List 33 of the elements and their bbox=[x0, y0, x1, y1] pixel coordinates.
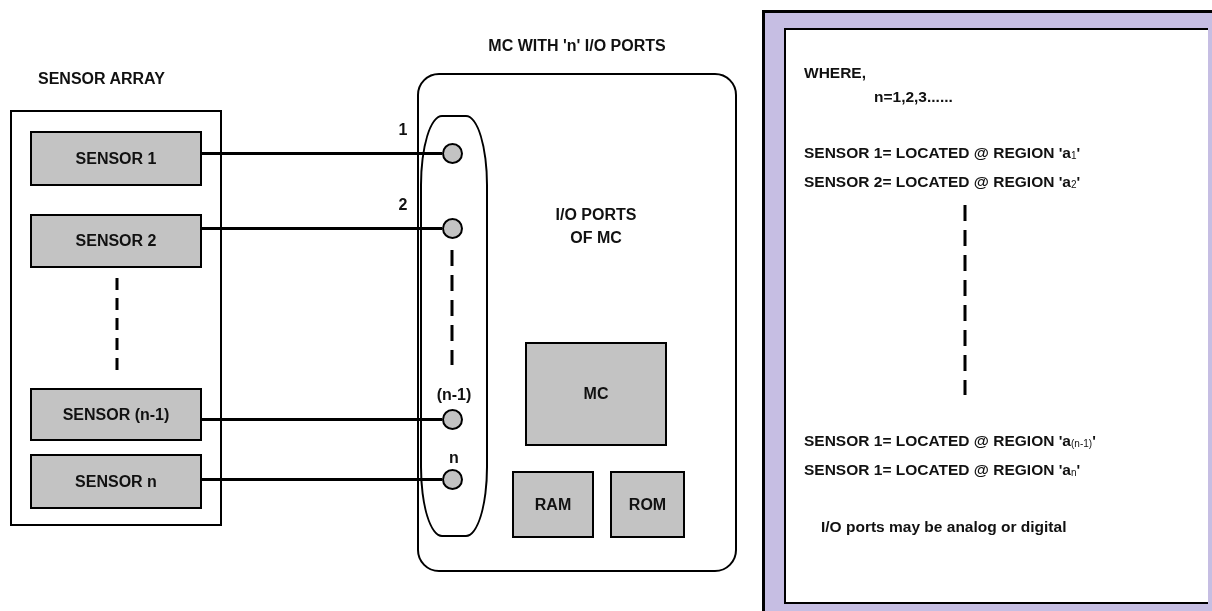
component-box bbox=[30, 388, 202, 441]
box-label: SENSOR 1 bbox=[75, 149, 157, 168]
group-heading: MC WITH 'n' I/O PORTS bbox=[487, 37, 667, 55]
note-text: I/O ports may be analog or digital bbox=[821, 518, 1067, 536]
box-label: MC bbox=[583, 385, 609, 403]
box-label: SENSOR n bbox=[75, 472, 157, 491]
port-number: (n-1) bbox=[435, 385, 473, 405]
note-text: SENSOR 2= LOCATED @ REGION 'a$_{2}$' bbox=[804, 173, 1081, 191]
box-label: SENSOR 2 bbox=[75, 232, 157, 250]
port-number: n bbox=[448, 448, 460, 468]
note-text: n=1,2,3...... bbox=[874, 88, 953, 106]
component-box bbox=[525, 342, 667, 446]
connector-line bbox=[202, 478, 442, 481]
connector-line bbox=[202, 418, 442, 421]
box-label: ROM bbox=[628, 495, 667, 514]
port-number: 2 bbox=[397, 195, 409, 215]
note-text: WHERE, bbox=[804, 64, 866, 82]
note-text: SENSOR 1= LOCATED @ REGION 'a$_{(n-1)}$' bbox=[804, 432, 1096, 450]
box-label: SENSOR (n-1) bbox=[62, 405, 170, 424]
group-heading: SENSOR ARRAY bbox=[38, 70, 165, 88]
note-text: SENSOR 1= LOCATED @ REGION 'a$_{1}$' bbox=[804, 144, 1081, 162]
component-box bbox=[30, 131, 202, 186]
component-box bbox=[30, 214, 202, 268]
port-number: 1 bbox=[397, 120, 409, 140]
caption-text: I/O PORTS OF MC bbox=[554, 205, 638, 249]
component-box bbox=[30, 454, 202, 509]
box-label: RAM bbox=[534, 495, 572, 514]
notes-panel bbox=[784, 28, 1208, 604]
connector-line bbox=[202, 152, 442, 155]
note-text: SENSOR 1= LOCATED @ REGION 'a$_{n}$' bbox=[804, 461, 1081, 479]
component-box bbox=[610, 471, 685, 538]
component-box bbox=[512, 471, 594, 538]
connector-line bbox=[202, 227, 442, 230]
